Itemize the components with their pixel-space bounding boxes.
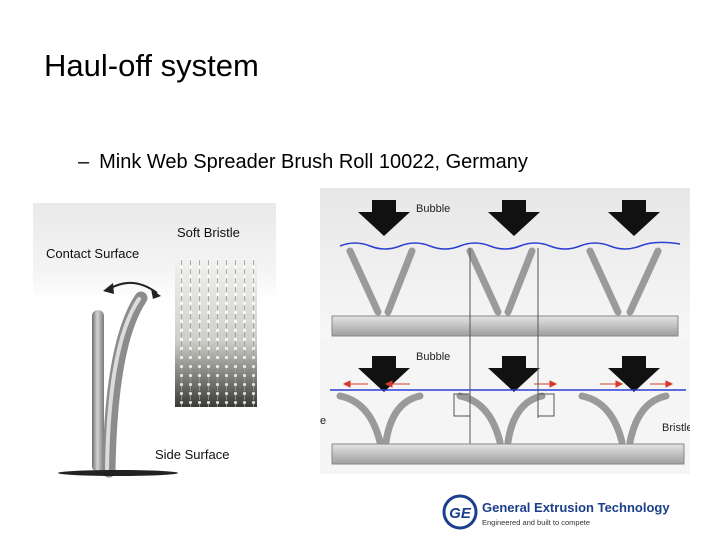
base-shadow	[58, 470, 178, 476]
bubble-film-wavy	[339, 241, 681, 250]
company-tagline: Engineered and built to compete	[482, 518, 590, 527]
contact-surface-label: Contact Surface	[46, 246, 139, 261]
bristles-bottom	[336, 392, 670, 446]
straight-bristle	[92, 310, 104, 472]
bubble-label-top: Bubble	[416, 203, 450, 215]
bullet-item: –Mink Web Spreader Brush Roll 10022, Ger…	[78, 151, 528, 174]
bullet-dash: –	[78, 151, 90, 173]
cut-off-label: e	[320, 415, 326, 427]
side-surface-label: Side Surface	[155, 447, 229, 462]
pressure-arrows-top	[358, 200, 660, 236]
roll-bottom	[331, 443, 685, 465]
spread-arrows	[342, 380, 674, 388]
company-name: General Extrusion Technology	[482, 500, 670, 515]
soft-bristle-label: Soft Bristle	[177, 225, 240, 240]
bullet-text: Mink Web Spreader Brush Roll 10022, Germ…	[99, 151, 528, 173]
logo-mark-icon	[442, 494, 478, 530]
bristles-top	[346, 247, 662, 316]
brush-tufts	[175, 259, 257, 407]
bristle-label: Bristle	[662, 422, 690, 434]
bubble-contact-diagram: Bubble Bubble Bri	[320, 188, 690, 474]
pressure-arrows-bottom	[358, 356, 660, 392]
bubble-label-bottom: Bubble	[416, 351, 450, 363]
company-logo: GE General Extrusion Technology Engineer…	[442, 494, 670, 530]
bristle-bending-figure: Soft Bristle Contact Surface Side Surfac…	[33, 203, 276, 485]
logo-mark-text: GE	[449, 505, 472, 522]
slide-title: Haul-off system	[44, 48, 259, 83]
roll-top	[331, 315, 679, 337]
